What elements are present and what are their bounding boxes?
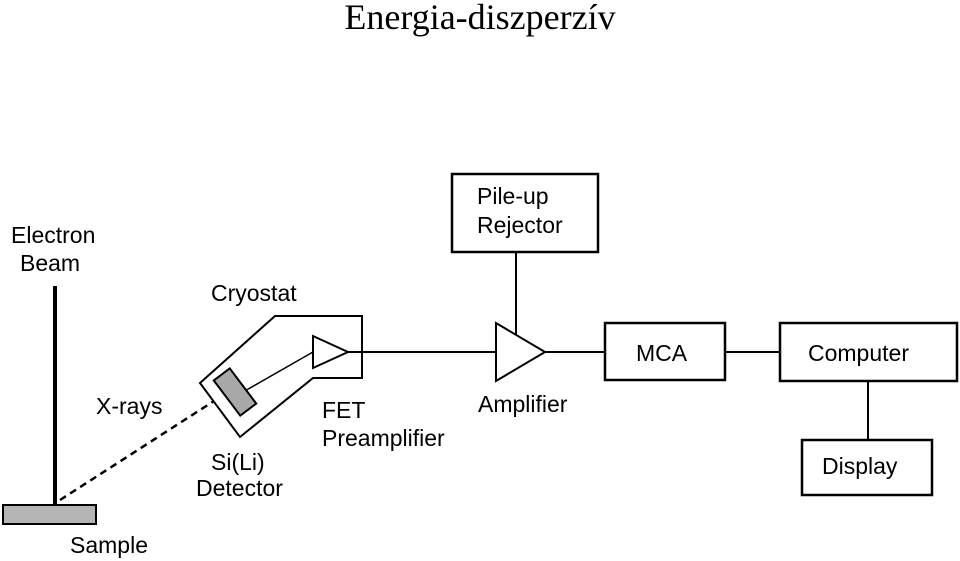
preamplifier-label: Preamplifier xyxy=(322,425,445,451)
xrays-label: X-rays xyxy=(96,393,162,419)
computer-box xyxy=(778,321,959,383)
electron-beam-label-line2: Beam xyxy=(20,250,80,276)
fet-label: FET xyxy=(322,397,365,423)
display-box xyxy=(800,438,934,497)
sili-detector-crystal xyxy=(212,367,258,417)
pileup-label-line2: Rejector xyxy=(477,212,563,238)
mca-label: MCA xyxy=(636,340,688,366)
cold-finger xyxy=(242,351,314,393)
mca-box xyxy=(603,321,727,382)
sample-block xyxy=(2,504,97,525)
sample-label: Sample xyxy=(70,532,148,558)
sili-label: Si(Li) xyxy=(211,449,265,475)
pileup-label-line1: Pile-up xyxy=(477,183,549,209)
page-title: Energia-diszperzív xyxy=(344,0,616,37)
computer-label: Computer xyxy=(808,340,909,366)
pileup-rejector-box xyxy=(450,172,600,254)
detector-label: Detector xyxy=(196,475,283,501)
amplifier-triangle xyxy=(495,321,547,383)
fet-triangle xyxy=(312,334,351,370)
electron-beam-label-line1: Electron xyxy=(11,222,95,248)
xray-path xyxy=(59,390,229,502)
cryostat-label: Cryostat xyxy=(211,280,297,306)
amplifier-label: Amplifier xyxy=(478,391,568,417)
display-label: Display xyxy=(822,453,898,479)
